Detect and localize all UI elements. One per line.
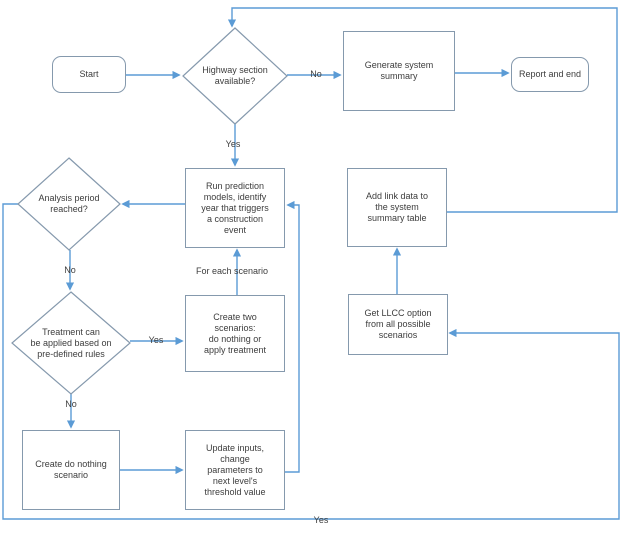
node-create-two-scenarios: Create two scenarios: do nothing or appl…	[185, 295, 285, 372]
node-run-prediction-label: Run prediction models, identify year tha…	[201, 180, 269, 235]
node-create-do-nothing-label: Create do nothing scenario	[35, 459, 107, 480]
node-update-inputs: Update inputs, change parameters to next…	[185, 430, 285, 510]
node-start-label: Start	[79, 69, 99, 79]
edge-label-no-highway: No	[310, 69, 322, 79]
edge-label-no-treatment: No	[65, 399, 77, 409]
node-report-end: Report and end	[511, 57, 589, 92]
node-update-inputs-label: Update inputs, change parameters to next…	[204, 442, 266, 497]
node-get-llcc: Get LLCC option from all possible scenar…	[348, 294, 448, 355]
node-treatment-rules-shape	[11, 291, 131, 395]
node-get-llcc-label: Get LLCC option from all possible scenar…	[364, 308, 432, 340]
edge-label-no-analysis: No	[64, 265, 76, 275]
edge-label-yes-treatment: Yes	[148, 335, 164, 345]
node-create-do-nothing: Create do nothing scenario	[22, 430, 120, 510]
node-generate-summary: Generate system summary	[343, 31, 455, 111]
node-add-link-data-label: Add link data to the system summary tabl…	[365, 191, 429, 223]
node-start: Start	[52, 56, 126, 93]
edge-label-yes-highway: Yes	[225, 139, 241, 149]
node-analysis-period-label: Analysis period reached?	[38, 193, 100, 214]
edge-label-yes-analysis: Yes	[313, 515, 329, 525]
node-generate-summary-label: Generate system summary	[364, 60, 434, 81]
node-treatment-rules-label: Treatment can be applied based on pre-de…	[30, 326, 112, 359]
edge-analysis-yes-to-get-llcc	[2, 203, 620, 520]
node-report-end-label: Report and end	[518, 69, 582, 79]
edge-add-link-to-highway	[227, 7, 618, 213]
node-highway-available-label: Highway section available?	[202, 65, 268, 86]
edge-label-for-each-scenario: For each scenario	[195, 266, 269, 276]
edge-update-inputs-to-run-prediction	[285, 200, 300, 473]
node-create-two-scenarios-label: Create two scenarios: do nothing or appl…	[203, 311, 267, 355]
node-add-link-data: Add link data to the system summary tabl…	[347, 168, 447, 247]
node-analysis-period-shape	[17, 157, 121, 251]
node-highway-available-shape	[182, 27, 288, 125]
node-run-prediction: Run prediction models, identify year tha…	[185, 168, 285, 248]
